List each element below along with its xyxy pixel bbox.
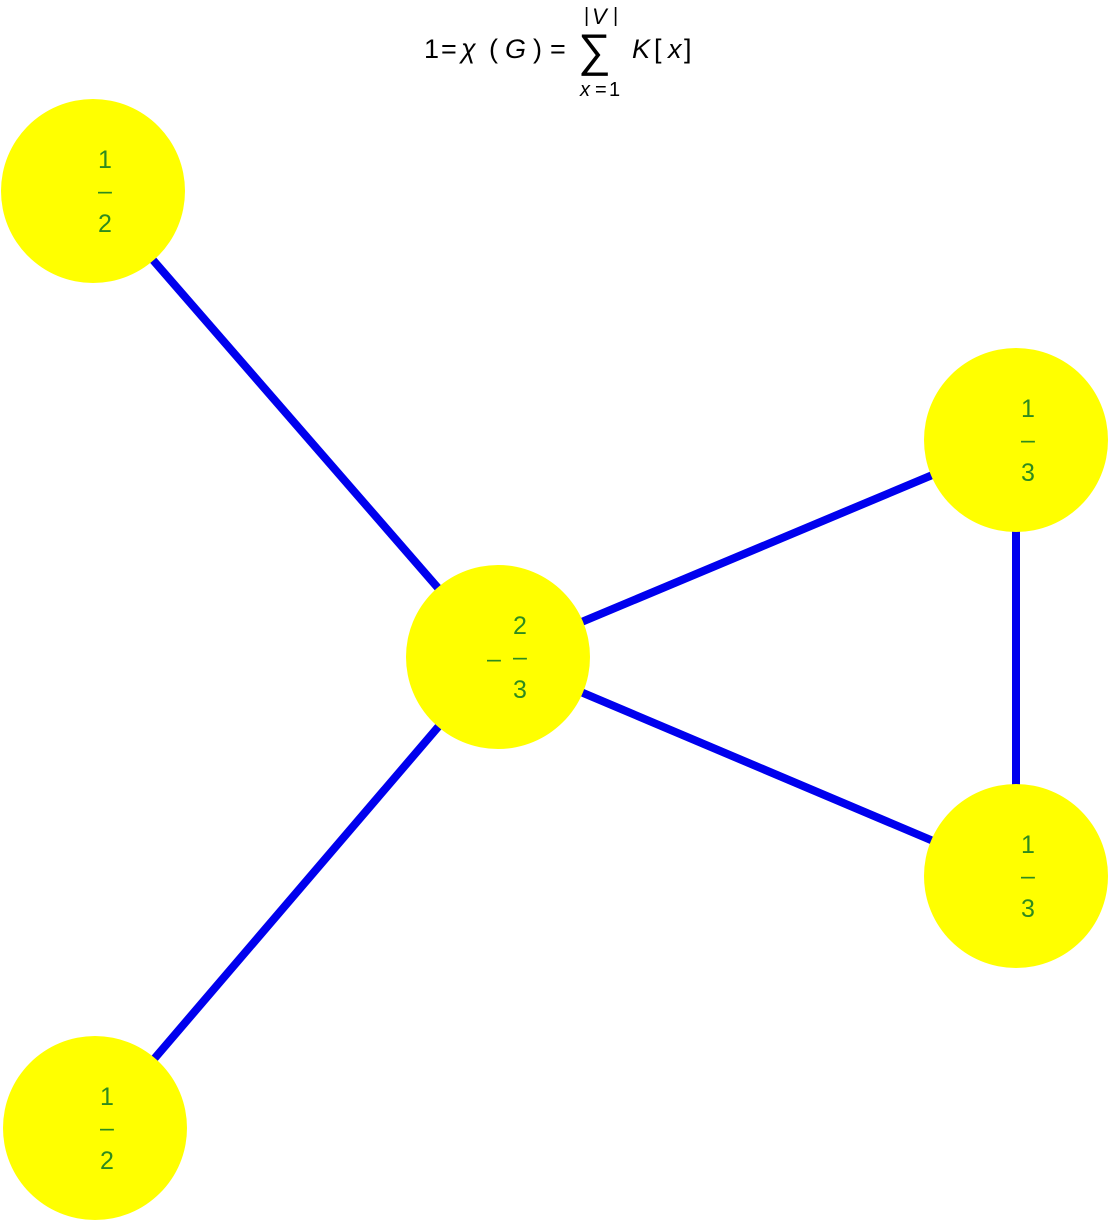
sigma-symbol: ∑ (578, 24, 611, 76)
node-circle (3, 1036, 187, 1220)
term-open-bracket: [ (654, 34, 662, 64)
formula-chi: χ (459, 34, 477, 64)
node-denominator: 3 (1021, 895, 1035, 923)
formula-close-paren: ) (533, 34, 542, 64)
sum-lower-equals: = (595, 79, 607, 101)
node-fraction-bar: – (1021, 862, 1035, 890)
node-center: 2–3– (406, 565, 590, 749)
edge-top-left-to-center (89, 188, 502, 660)
node-circle (1, 99, 185, 283)
formula-lhs: 1 (424, 34, 439, 64)
sum-upper-bar-left: | (584, 5, 589, 27)
sum-lower-var: x (579, 79, 591, 101)
node-circle (924, 348, 1108, 532)
node-bottom-left: 1 – 2 (3, 1036, 187, 1220)
node-fraction-bar: – (1021, 426, 1035, 454)
node-denominator: 2 (98, 210, 112, 238)
node-fraction-bar: – (513, 643, 527, 671)
node-right-bottom: 1 – 3 (924, 784, 1108, 968)
node-numerator: 1 (1021, 395, 1035, 423)
node-numerator: 2 (513, 612, 527, 640)
sum-upper-var: V (592, 4, 609, 29)
formula-equals-1: = (441, 34, 457, 64)
edge-center-to-bottom-left (91, 654, 502, 1131)
node-denominator: 3 (513, 676, 527, 704)
node-top-left: 1 – 2 (1, 99, 185, 283)
node-right-top: 1 – 3 (924, 348, 1108, 532)
node-fraction-bar: – (98, 177, 112, 205)
nodes: 1–22–3–1–31–31–2 (1, 99, 1108, 1220)
node-circle (924, 784, 1108, 968)
term-function: K (632, 34, 651, 64)
term-close-bracket: ] (684, 34, 692, 64)
edge-center-to-right-top (496, 436, 1018, 661)
node-numerator: 1 (98, 146, 112, 174)
sum-upper-bar-right: | (613, 5, 618, 27)
node-denominator: 3 (1021, 459, 1035, 487)
node-numerator: 1 (100, 1083, 114, 1111)
term-variable: x (666, 34, 683, 64)
formula-equals-2: = (550, 34, 566, 64)
node-circle (406, 565, 590, 749)
sum-lower-value: 1 (609, 79, 620, 101)
formula-graph: G (505, 34, 526, 64)
node-fraction-bar: – (100, 1114, 114, 1142)
formula: 1 = χ ( G ) = | V | ∑ x = 1 K [ x ] (424, 4, 692, 101)
node-sign: – (487, 645, 501, 673)
edge-center-to-right-bottom (496, 653, 1018, 880)
node-denominator: 2 (100, 1147, 114, 1175)
node-numerator: 1 (1021, 831, 1035, 859)
formula-open-paren: ( (489, 34, 498, 64)
